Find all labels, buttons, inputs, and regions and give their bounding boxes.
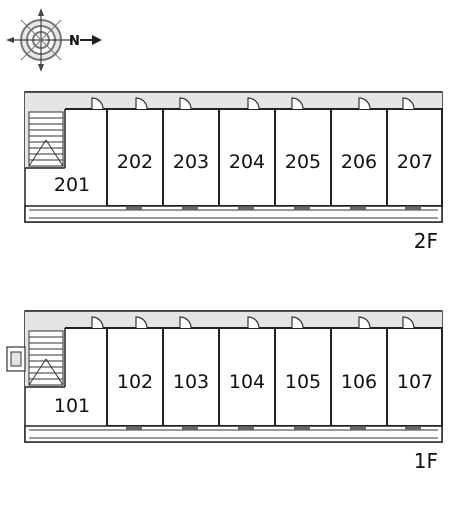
unit-label: 207 (397, 151, 433, 173)
unit-label: 101 (54, 395, 90, 417)
staircase-icon (28, 111, 64, 167)
north-label: N (69, 34, 80, 49)
unit-label: 106 (341, 371, 377, 393)
unit-label: 105 (285, 371, 321, 393)
staircase-icon (28, 330, 64, 386)
unit-label: 206 (341, 151, 377, 173)
floor-2f: 201 202 203 204 205 206 207 2F (24, 91, 443, 253)
floor-label: 1F (414, 449, 438, 473)
floor-1f: 101 102 103 104 105 106 107 1F (6, 310, 443, 473)
compass-icon: N (6, 8, 102, 72)
unit-label: 103 (173, 371, 209, 393)
unit-label: 102 (117, 371, 153, 393)
unit-label: 205 (285, 151, 321, 173)
entrance-icon (6, 346, 26, 372)
north-arrow-icon (92, 35, 102, 45)
unit-label: 201 (54, 174, 90, 196)
unit-label: 107 (397, 371, 433, 393)
unit-label: 203 (173, 151, 209, 173)
unit-label: 202 (117, 151, 153, 173)
unit-label: 204 (229, 151, 265, 173)
unit-label: 104 (229, 371, 265, 393)
floor-label: 2F (414, 229, 438, 253)
